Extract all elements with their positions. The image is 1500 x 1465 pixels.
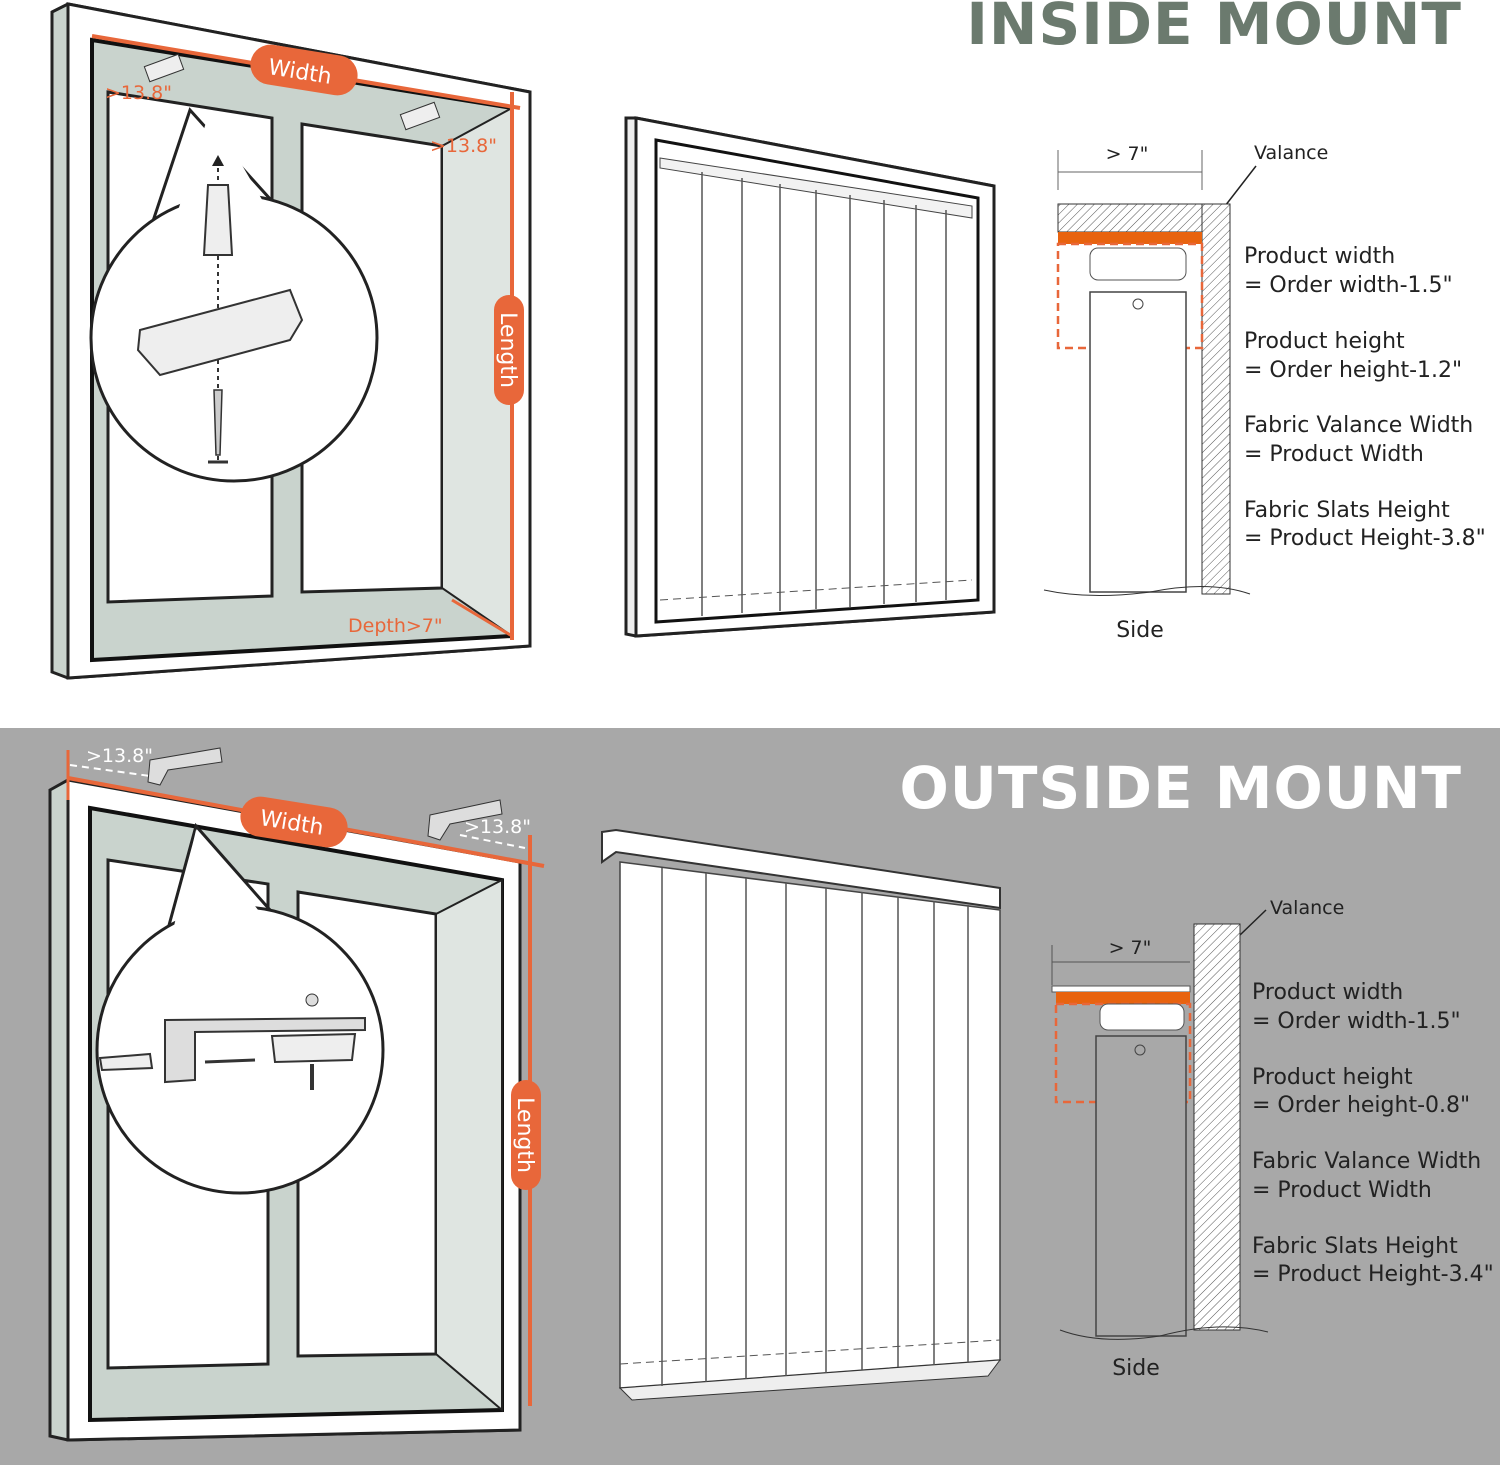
spec-line: Product height [1244,329,1405,354]
spec-line: Product height [1252,1065,1413,1090]
outside-spec-list: Product width = Order width-1.5" Product… [1252,980,1494,1287]
inside-depth-label: Depth>7" [348,615,443,637]
outside-bracket-left-distance: >13.8" [86,745,153,767]
spec-formula: = Order height-0.8" [1252,1093,1470,1118]
spec-line: Fabric Valance Width [1252,1149,1481,1174]
bracket-icon [147,747,223,786]
inside-side-depth: > 7" [1106,143,1149,165]
spec-formula: = Product Height-3.4" [1252,1262,1494,1287]
inside-bracket-right-distance: >13.8" [430,135,497,157]
outside-side-view: > 7" Valance Side [1051,897,1344,1381]
outside-window-illustration: Width Length >13.8" >13.8" [48,745,545,1442]
inside-window-illustration: Width Length >13.8" >13.8" Depth>7" [50,2,532,680]
bracket-icon [143,53,185,83]
bracket-icon [399,101,441,131]
spec-formula: = Order width-1.5" [1244,273,1453,298]
inside-mount-title: INSIDE MOUNT [966,0,1462,58]
outside-bracket-right-distance: >13.8" [464,816,531,838]
inside-spec-list: Product width = Order width-1.5" Product… [1244,244,1486,551]
spec-line: Fabric Slats Height [1252,1234,1458,1259]
outside-side-label: Side [1112,1356,1160,1381]
inside-valance-label: Valance [1254,142,1328,164]
inside-mount-section: INSIDE MOUNT Width Length >13.8" >13.8" … [0,0,1500,728]
outside-mount-title: OUTSIDE MOUNT [900,754,1463,822]
inside-side-view: > 7" Valance Side [1043,142,1328,643]
spec-line: Product width [1252,980,1403,1005]
spec-formula: = Product Width [1252,1178,1432,1203]
inside-bracket-left-distance: >13.8" [105,82,172,104]
spec-formula: = Order width-1.5" [1252,1009,1461,1034]
outside-valance-label: Valance [1270,897,1344,919]
spec-line: Product width [1244,244,1395,269]
bracket-hardware-icon [98,993,366,1090]
outside-mount-section: OUTSIDE MOUNT Width Length >13.8" >13.8" [0,728,1500,1465]
spec-formula: = Product Height-3.8" [1244,526,1486,551]
spec-line: Fabric Slats Height [1244,498,1450,523]
spec-formula: = Order height-1.2" [1244,358,1462,383]
spec-line: Fabric Valance Width [1244,413,1473,438]
inside-blind-illustration [624,116,996,638]
spec-formula: = Product Width [1244,442,1424,467]
inside-side-label: Side [1116,618,1164,643]
inside-length-label: Length [495,312,520,388]
outside-side-depth: > 7" [1109,937,1152,959]
bracket-icon [427,799,503,841]
outside-blind-illustration [601,828,1002,1401]
bracket-hardware-icon [136,155,304,464]
outside-length-label: Length [512,1097,537,1173]
